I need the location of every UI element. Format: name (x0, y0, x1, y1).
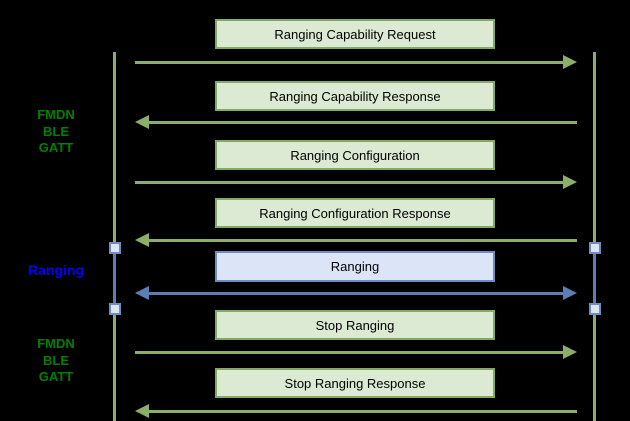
arrow-ranging (135, 286, 577, 300)
message-box-ranging-configuration: Ranging Configuration (215, 140, 495, 170)
arrow-shaft (135, 350, 565, 354)
arrow-shaft (147, 409, 577, 413)
arrowhead-right (563, 286, 577, 300)
side-label-line: Ranging (28, 262, 84, 278)
message-box-ranging-configuration-response: Ranging Configuration Response (215, 198, 495, 228)
arrow-ranging-configuration (135, 175, 577, 189)
message-label: Stop Ranging Response (284, 375, 426, 391)
arrow-ranging-configuration-response (135, 233, 577, 247)
lifeline-left (113, 52, 116, 421)
side-label-line: GATT (38, 140, 74, 155)
side-label-line: BLE (43, 123, 69, 139)
lifeline-right-ranging-segment (593, 248, 596, 309)
arrow-shaft (135, 60, 565, 64)
message-box-ranging: Ranging (215, 251, 495, 282)
side-label-line: FMDN (37, 336, 75, 351)
message-box-ranging-capability-request: Ranging Capability Request (215, 19, 495, 49)
lifeline-left-ranging-segment (113, 248, 116, 309)
message-box-ranging-capability-response: Ranging Capability Response (215, 81, 495, 111)
arrow-shaft (147, 291, 565, 295)
activation-marker (589, 303, 601, 315)
message-label: Stop Ranging (315, 317, 395, 333)
arrow-stop-ranging (135, 345, 577, 359)
lifeline-right (593, 52, 596, 421)
side-label-line: FMDN (37, 107, 75, 122)
arrow-shaft (147, 238, 577, 242)
arrowhead-right (563, 55, 577, 69)
message-label: Ranging Configuration Response (259, 205, 451, 221)
message-label: Ranging Capability Request (274, 26, 436, 42)
message-label: Ranging Configuration (290, 147, 420, 163)
side-label-line: GATT (38, 369, 74, 384)
message-box-stop-ranging-response: Stop Ranging Response (215, 368, 495, 398)
message-box-stop-ranging: Stop Ranging (215, 310, 495, 340)
message-label: Ranging Capability Response (269, 88, 441, 104)
arrowhead-left (135, 286, 149, 300)
side-label-fmdn-ble-gatt-bottom: FMDN BLE GATT (10, 336, 102, 386)
arrow-shaft (135, 180, 565, 184)
arrow-ranging-capability-request (135, 55, 577, 69)
arrowhead-left (135, 233, 149, 247)
arrowhead-right (563, 345, 577, 359)
activation-marker (109, 242, 121, 254)
arrowhead-left (135, 404, 149, 418)
side-label-ranging: Ranging (10, 262, 102, 279)
side-label-line: BLE (43, 352, 69, 368)
arrow-ranging-capability-response (135, 115, 577, 129)
activation-marker (589, 242, 601, 254)
arrowhead-left (135, 115, 149, 129)
arrow-stop-ranging-response (135, 404, 577, 418)
side-label-fmdn-ble-gatt-top: FMDN BLE GATT (10, 107, 102, 157)
arrow-shaft (147, 120, 577, 124)
activation-marker (109, 303, 121, 315)
message-label: Ranging (330, 259, 380, 274)
arrowhead-right (563, 175, 577, 189)
